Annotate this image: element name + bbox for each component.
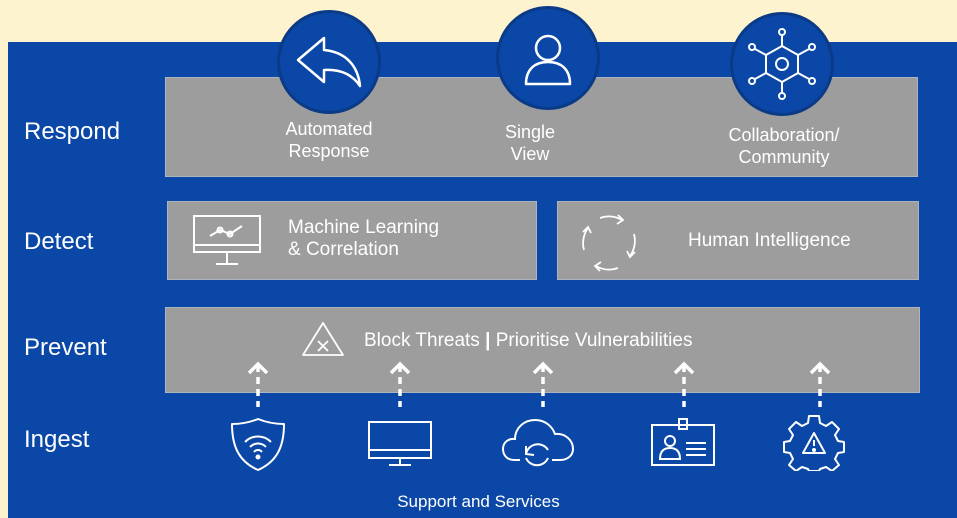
detect-human-label: Human Intelligence: [688, 230, 851, 251]
prevent-right-text: Prioritise Vulnerabilities: [495, 330, 693, 351]
desktop-monitor-icon: [367, 420, 435, 473]
network-hub-icon: [730, 12, 834, 116]
row-label-respond: Respond: [24, 118, 121, 145]
prevent-label: Block Threats | Prioritise Vulnerabiliti…: [364, 330, 692, 352]
respond-item-label: Single: [504, 122, 556, 142]
detect-ml-line: Machine Learning: [288, 217, 440, 238]
row-label-ingest: Ingest: [24, 426, 90, 453]
arrow-up-icon: [671, 361, 697, 414]
monitor-chart-icon: [192, 214, 266, 273]
detect-box-human-intelligence: [557, 201, 919, 280]
row-label-detect: Detect: [24, 228, 94, 255]
arrow-up-icon: [807, 361, 833, 414]
respond-item-collaboration: Collaboration/ Community: [694, 124, 874, 168]
footer-support-services: Support and Services: [397, 492, 560, 511]
detect-ml-line: & Correlation: [288, 239, 399, 260]
detect-ml-label: Machine Learning & Correlation: [288, 217, 439, 261]
arrow-up-icon: [387, 361, 413, 414]
cycle-arrows-icon: [578, 212, 640, 277]
wifi-shield-icon: [228, 416, 288, 477]
id-badge-icon: [650, 417, 716, 472]
prevent-left-text: Block Threats: [364, 330, 480, 351]
respond-item-label: Automated: [285, 119, 373, 139]
row-label-prevent: Prevent: [24, 334, 107, 361]
respond-item-label: Community: [738, 147, 830, 167]
prevent-separator: |: [485, 330, 491, 351]
warning-triangle-icon: [300, 320, 346, 363]
gear-alert-icon: [783, 413, 845, 476]
cloud-sync-icon: [500, 414, 576, 475]
arrow-up-icon: [530, 361, 556, 414]
reply-arrow-icon: [277, 10, 381, 114]
arrow-up-icon: [245, 361, 271, 414]
respond-item-label: Collaboration/: [728, 125, 840, 145]
detect-box-machine-learning: [167, 201, 537, 280]
respond-item-automated: Automated Response: [249, 118, 409, 162]
respond-item-label: Response: [288, 141, 370, 161]
respond-item-single-view: Single View: [470, 121, 590, 165]
respond-item-label: View: [510, 144, 550, 164]
user-icon: [496, 6, 600, 110]
